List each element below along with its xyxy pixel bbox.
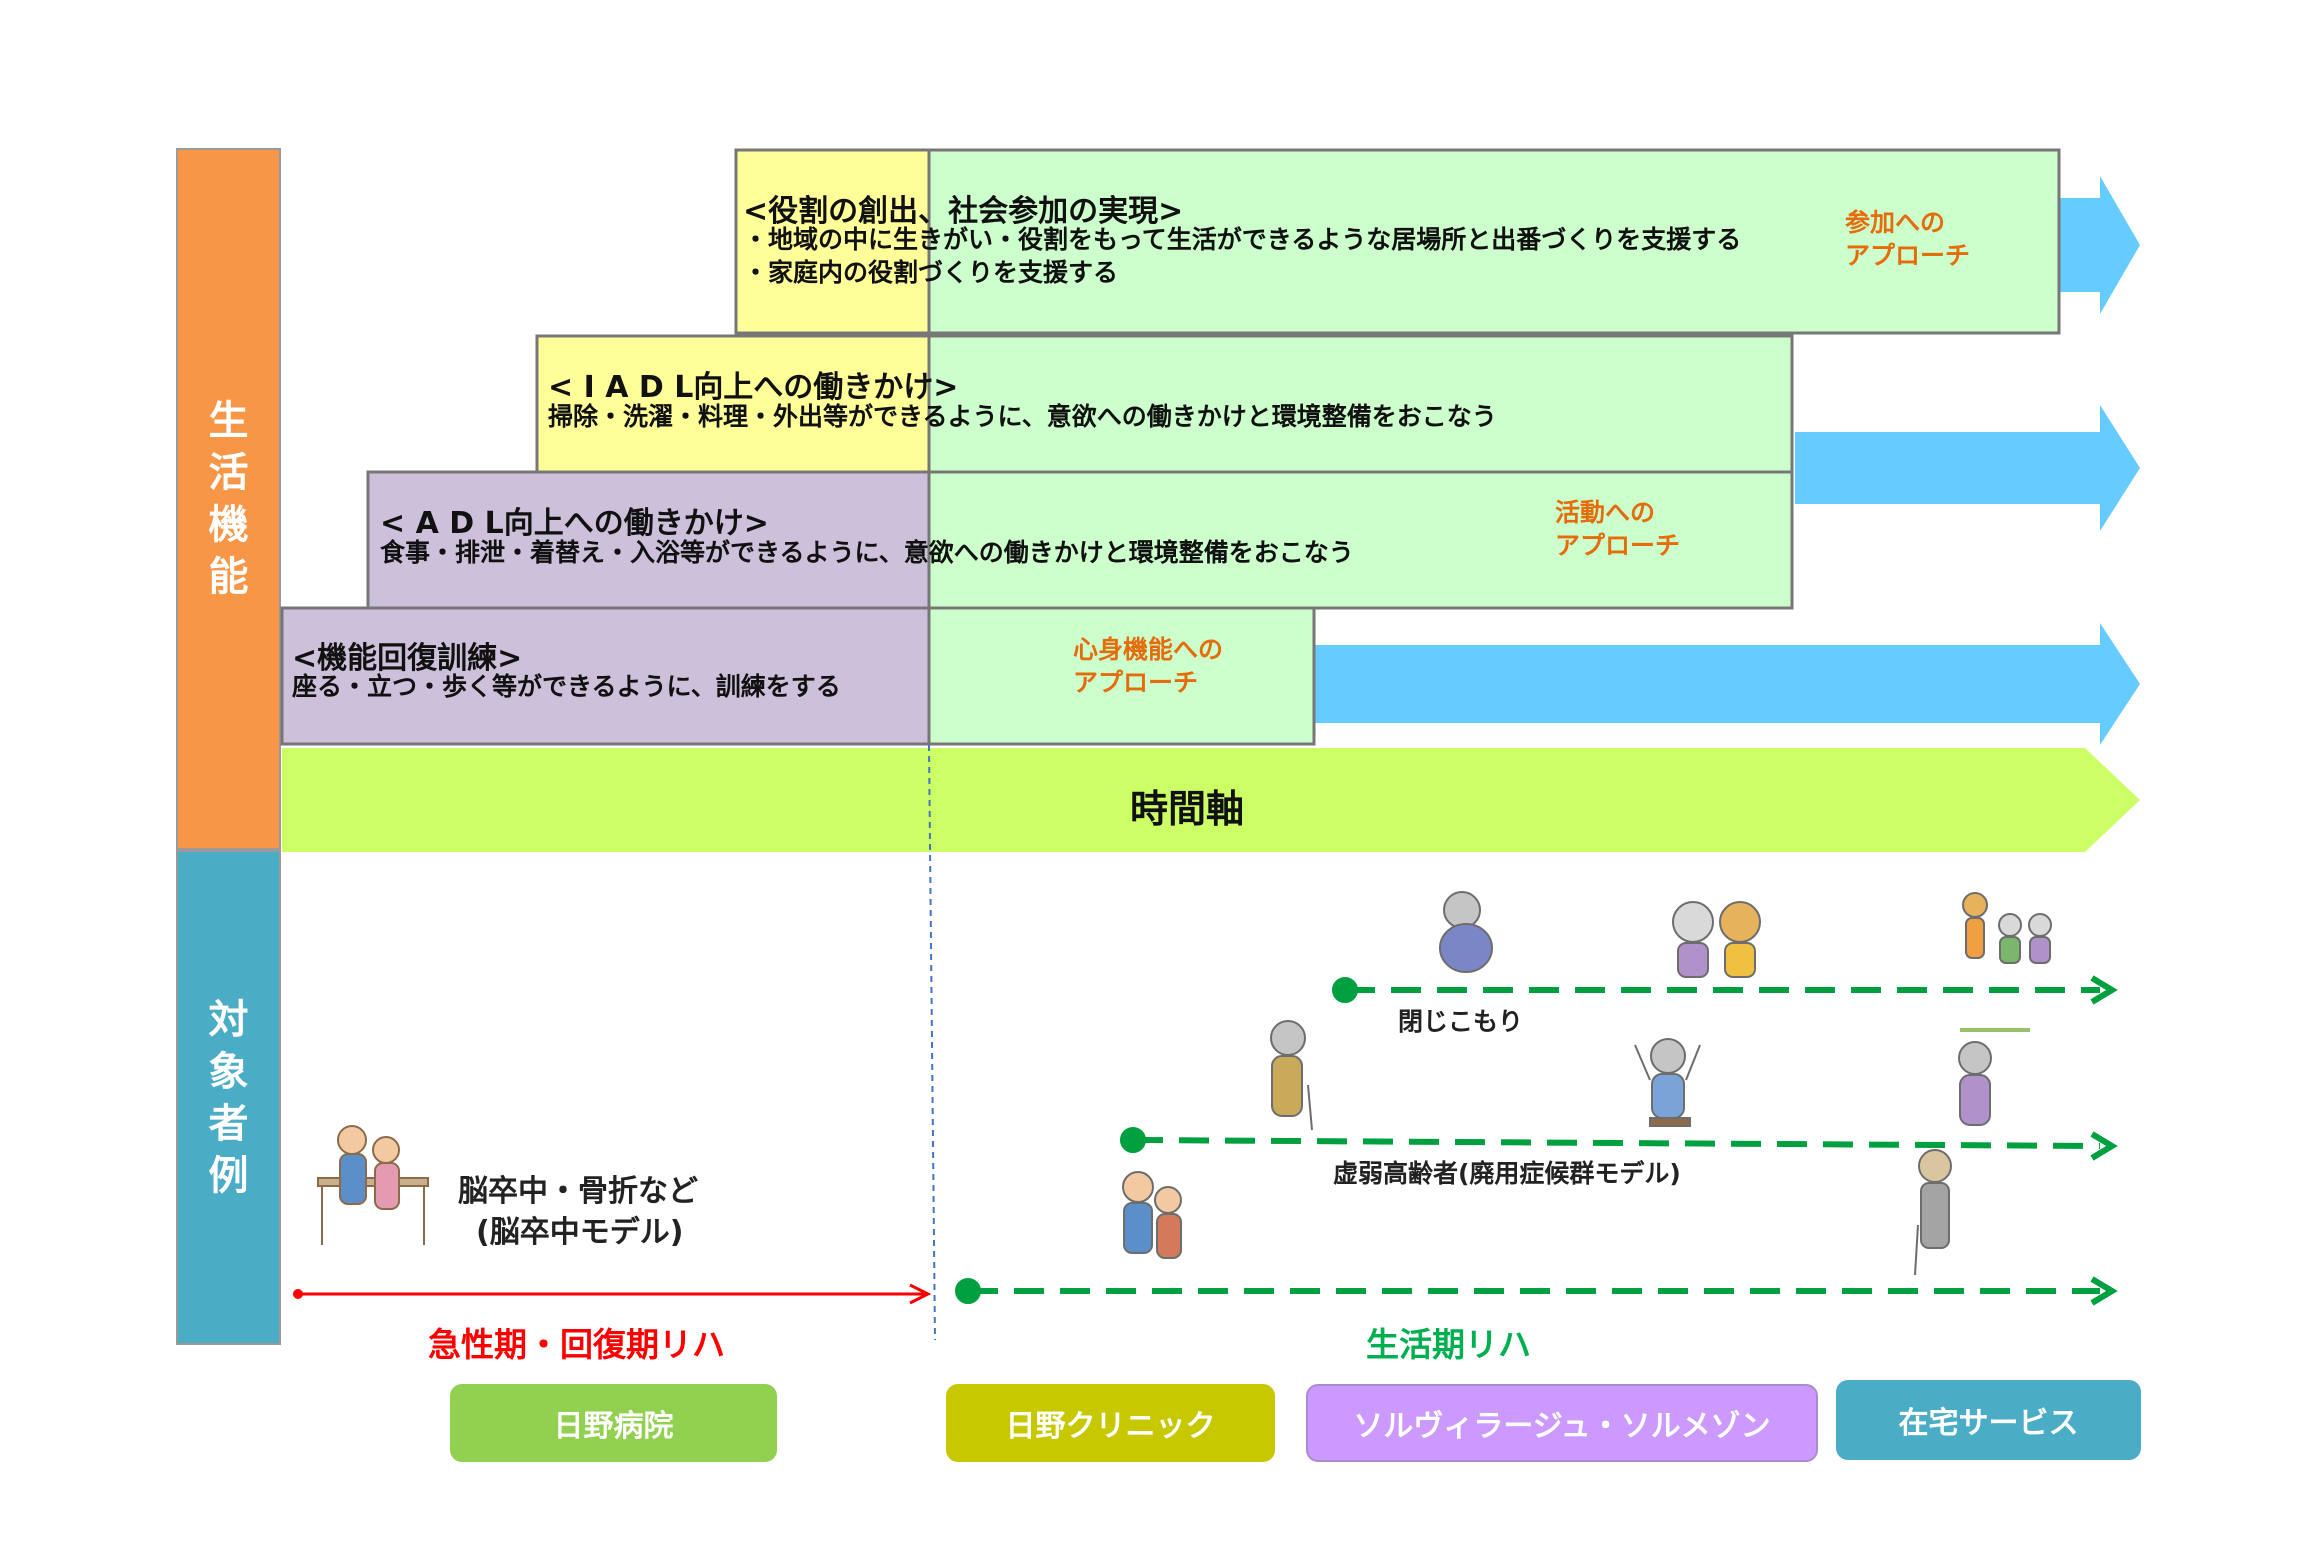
function-approach-line-1: 心身機能への (1073, 635, 1224, 664)
iadl-heading: < I A D L向上への働きかけ> (548, 370, 959, 405)
participation-band-yellow (734, 148, 931, 335)
sidebar-char: 機 (208, 502, 249, 548)
activity-approach-line-2: アプローチ (1555, 531, 1681, 560)
facility-label: 日野クリニック (1005, 1409, 1216, 1444)
time-axis-arrow (282, 748, 2140, 852)
sidebar-char: 象 (208, 1048, 249, 1095)
sidebar-life-function: 生 活 機 能 (176, 148, 281, 850)
stroke-label-line-1: 脳卒中・骨折など (458, 1174, 698, 1209)
participation-approach-line-2: アプローチ (1845, 241, 1971, 270)
participation-approach-line-1: 参加への (1845, 208, 1946, 237)
facility-hino-clinic[interactable]: 日野クリニック (946, 1384, 1275, 1462)
function-arrow (1315, 623, 2140, 745)
facility-sol-village[interactable]: ソルヴィラージュ・ソルメゾン (1306, 1384, 1818, 1462)
illustration-caregiver-assist (1122, 1171, 1182, 1259)
activity-approach-line-1: 活動への (1555, 498, 1656, 527)
sidebar-char: 者 (208, 1100, 249, 1147)
function-band-purple (280, 606, 931, 746)
acute-phase-label: 急性期・回復期リハ (428, 1325, 725, 1364)
sidebar-char: 能 (208, 554, 249, 600)
phase-divider (928, 744, 936, 1341)
life-phase-label: 生活期リハ (1366, 1325, 1531, 1364)
adl-band-green (927, 470, 1794, 610)
sidebar-char: 対 (208, 996, 249, 1043)
facility-label: ソルヴィラージュ・ソルメゾン (1353, 1409, 1771, 1444)
sidebar-target-examples: 対 象 者 例 (176, 850, 281, 1345)
facility-label: 日野病院 (553, 1409, 674, 1444)
sidebar-char: 例 (208, 1152, 249, 1199)
facility-hino-hospital[interactable]: 日野病院 (450, 1384, 777, 1462)
sidebar-char: 生 (208, 398, 249, 444)
adl-line: 食事・排泄・着替え・入浴等ができるように、意欲への働きかけと環境整備をおこなう (380, 538, 1354, 567)
participation-arrow (2060, 176, 2140, 314)
sidebar-char: 活 (208, 450, 249, 496)
participation-heading: <役割の創出、社会参加の実現> (743, 194, 1184, 229)
iadl-band-green (927, 334, 1794, 474)
function-band-green (927, 606, 1316, 746)
activity-arrow (1795, 405, 2140, 531)
function-heading: <機能回復訓練> (292, 641, 523, 676)
iadl-line: 掃除・洗濯・料理・外出等ができるように、意欲への働きかけと環境整備をおこなう (548, 402, 1497, 431)
stroke-label-line-2: (脳卒中モデル) (476, 1215, 684, 1250)
illustration-standing-elder (1914, 1149, 1952, 1276)
adl-heading: < A D L向上への働きかけ> (380, 506, 769, 541)
illustration-rehab-walkers (317, 1125, 429, 1245)
illustration-laundry-elder (1958, 1028, 2030, 1126)
illustration-withdrawn-person (1439, 891, 1493, 973)
frail-timeline (1132, 1137, 2101, 1149)
participation-line-1: ・地域の中に生きがい・役割をもって生活ができるような居場所と出番づくりを支援する (743, 225, 1742, 254)
illustration-exercise-elder (1634, 1038, 1701, 1127)
illustration-group-activity (1962, 892, 2052, 964)
facility-home-service[interactable]: 在宅サービス (1836, 1380, 2141, 1460)
function-line: 座る・立つ・歩く等ができるように、訓練をする (292, 672, 841, 701)
facility-label: 在宅サービス (1898, 1406, 2079, 1441)
time-axis-label: 時間軸 (1130, 787, 1245, 831)
illustration-two-elders (1672, 901, 1761, 978)
iadl-band-yellow (535, 334, 931, 474)
withdrawn-label: 閉じこもり (1398, 1007, 1524, 1036)
function-approach-line-2: アプローチ (1073, 668, 1199, 697)
frail-elderly-label: 虚弱高齢者(廃用症候群モデル) (1333, 1159, 1681, 1188)
participation-line-2: ・家庭内の役割づくりを支援する (743, 258, 1119, 287)
participation-band-green (927, 148, 2061, 335)
illustration-elder-cane (1270, 1020, 1313, 1131)
